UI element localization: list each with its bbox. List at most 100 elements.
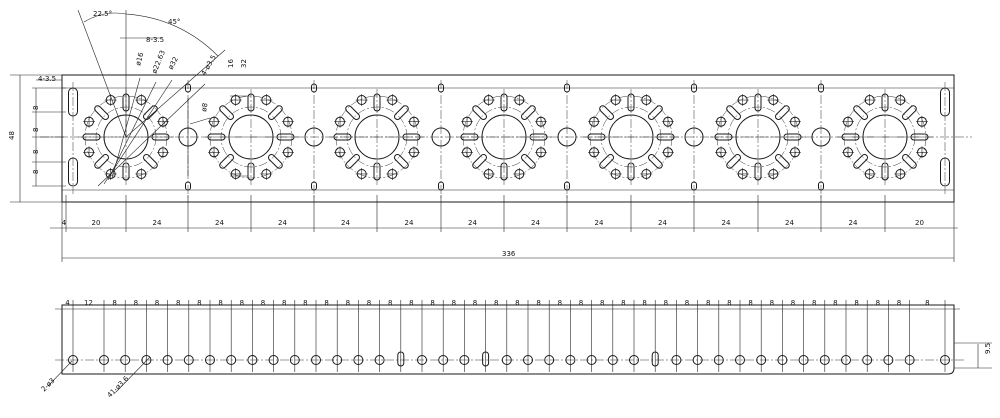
side-hole (417, 355, 427, 365)
vertical-pitch-label: 8 (32, 170, 40, 174)
side-hole (501, 355, 512, 365)
angle-label-22-5: 22.5° (93, 10, 112, 18)
radial-slot (648, 154, 663, 169)
slot-dimension-label: 4-3.5 (38, 75, 56, 83)
angle-leader (125, 49, 226, 138)
side-hole (940, 355, 950, 365)
side-pitch-dimension-label: 12 (84, 299, 93, 307)
leader-label: ø8 (200, 102, 209, 112)
radial-slot (268, 105, 283, 120)
radial-slot (402, 133, 421, 141)
pitch-dimension-label: 20 (92, 219, 101, 227)
pitch-dimension-label: 24 (341, 219, 350, 227)
side-hole (205, 355, 215, 365)
side-hole (756, 355, 767, 365)
side-hole (798, 355, 809, 365)
side-pitch-dimension-label: 8 (558, 299, 562, 307)
side-hole (141, 355, 152, 365)
side-pitch-dimension-label: 8 (897, 299, 901, 307)
leader-line-holes (115, 356, 151, 393)
side-hole (671, 355, 682, 365)
leader-line (103, 79, 173, 185)
side-hole (523, 355, 533, 365)
pitch-dimension-label: 24 (405, 219, 414, 227)
angle-leader (77, 9, 127, 138)
leader-line (111, 77, 141, 179)
radial-slot (853, 154, 868, 169)
radial-slot (268, 154, 283, 169)
side-pitch-dimension-label: 8 (791, 299, 795, 307)
angle-arc (125, 13, 219, 57)
side-hole (247, 355, 258, 365)
side-pitch-dimension-label: 8 (770, 299, 774, 307)
radial-slot (373, 93, 381, 112)
side-pitch-dimension-label: 8 (409, 299, 413, 307)
leader-label: ø22.63 (150, 49, 167, 75)
radial-slot (247, 93, 255, 112)
side-hole (735, 355, 745, 365)
radial-slot (726, 105, 741, 120)
side-hole (586, 355, 597, 365)
radial-slot (714, 133, 733, 141)
pitch-dimension-label: 24 (531, 219, 540, 227)
side-hole (353, 355, 364, 365)
pitch-dimension-label: 20 (915, 219, 924, 227)
pitch-dimension-label: 24 (785, 219, 794, 227)
socket-pattern (710, 89, 806, 185)
side-pitch-dimension-label: 8 (473, 299, 477, 307)
vertical-pitch-label: 8 (32, 150, 40, 154)
leader-label: ø16 (134, 51, 145, 66)
radial-slot (207, 133, 226, 141)
radial-slot (775, 154, 790, 169)
radial-slot (648, 105, 663, 120)
radial-slot (82, 133, 101, 141)
radial-slot (373, 162, 381, 181)
small-slot (311, 83, 317, 93)
radial-slot (627, 93, 635, 112)
side-pitch-dimension-label: 8 (536, 299, 540, 307)
top-leaders (77, 9, 248, 187)
radial-slot (754, 162, 762, 181)
small-slot (818, 181, 824, 191)
overall-length-label: 336 (502, 250, 516, 258)
small-slot (691, 83, 697, 93)
leader-label: ø32 (167, 56, 180, 71)
socket-pattern (837, 89, 933, 185)
side-hole (120, 355, 131, 365)
radial-slot (902, 105, 917, 120)
side-pitch-dimension-label: 8 (430, 299, 434, 307)
radial-slot (276, 133, 295, 141)
side-pitch-dimension-label: 4 (65, 299, 70, 307)
radial-slot (394, 105, 409, 120)
radial-slot (726, 154, 741, 169)
pitch-dimension-label: 24 (658, 219, 667, 227)
small-slot (438, 181, 444, 191)
pitch-dimension-label: 24 (849, 219, 858, 227)
radial-slot (219, 154, 234, 169)
pitch-dimension-label: 24 (153, 219, 162, 227)
angle-arc (83, 12, 127, 23)
small-slot (691, 181, 697, 191)
side-pitch-dimension-label: 8 (388, 299, 392, 307)
small-slot (311, 181, 317, 191)
side-hole (819, 355, 830, 365)
radial-slot (521, 154, 536, 169)
side-pitch-dimension-label: 8 (155, 299, 159, 307)
side-hole (904, 355, 915, 365)
side-hole (226, 355, 237, 365)
radial-slot (143, 154, 158, 169)
socket-pattern (456, 89, 552, 185)
pitch-dimension-label: 24 (722, 219, 731, 227)
side-hole (629, 355, 639, 365)
radial-slot (94, 105, 109, 120)
radial-slot (472, 154, 487, 169)
radial-slot (627, 162, 635, 181)
side-pitch-dimension-label: 8 (748, 299, 752, 307)
radial-slot (599, 154, 614, 169)
radial-slot (521, 105, 536, 120)
side-pitch-dimension-label: 8 (452, 299, 456, 307)
radial-slot (853, 105, 868, 120)
